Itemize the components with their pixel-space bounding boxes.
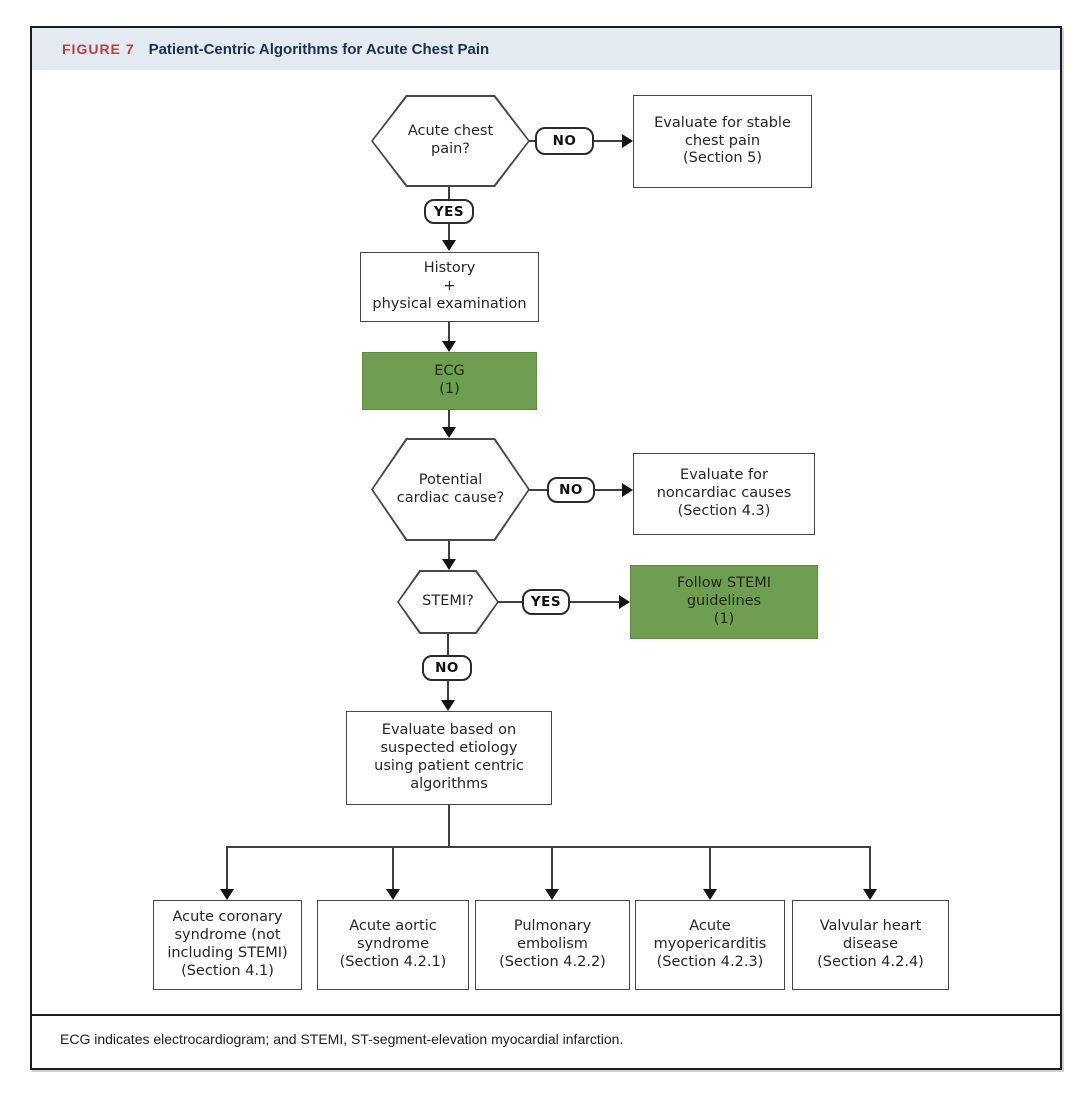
node-text: Valvular heart disease (Section 4.2.4) — [817, 918, 924, 970]
node-acute-aortic-syndrome: Acute aortic syndrome (Section 4.2.1) — [317, 900, 469, 990]
arrowhead-right-icon — [622, 134, 633, 148]
connector — [593, 489, 622, 491]
figure-header: FIGURE 7 Patient-Centric Algorithms for … — [32, 28, 1060, 70]
branch-label-no: NO — [422, 655, 472, 681]
connector — [497, 601, 523, 603]
connector — [448, 805, 450, 848]
branch-label-yes: YES — [424, 199, 474, 224]
connector — [448, 223, 450, 242]
node-text: Pulmonary embolism (Section 4.2.2) — [499, 918, 606, 970]
node-evaluate-suspected-etiology: Evaluate based on suspected etiology usi… — [346, 711, 552, 805]
node-text: Evaluate based on suspected etiology usi… — [374, 722, 524, 792]
decision-text: STEMI? — [422, 593, 474, 610]
figure-title: Patient-Centric Algorithms for Acute Che… — [148, 40, 490, 58]
node-evaluate-stable-chest-pain: Evaluate for stable chest pain (Section … — [633, 95, 812, 188]
arrowhead-down-icon — [220, 889, 234, 900]
node-acute-coronary-syndrome: Acute coronary syndrome (not including S… — [153, 900, 302, 990]
node-valvular-heart-disease: Valvular heart disease (Section 4.2.4) — [792, 900, 949, 990]
decision-text: Acute chest pain? — [407, 123, 494, 157]
hexagon-shape: Acute chest pain? — [373, 97, 528, 185]
arrowhead-right-icon — [619, 595, 630, 609]
connector — [869, 846, 871, 889]
arrowhead-down-icon — [441, 700, 455, 711]
figure-label: FIGURE 7 — [62, 41, 135, 57]
branch-label-no: NO — [535, 127, 594, 155]
figure-frame: FIGURE 7 Patient-Centric Algorithms for … — [30, 26, 1062, 1070]
connector — [392, 846, 394, 889]
arrowhead-down-icon — [442, 427, 456, 438]
arrowhead-down-icon — [386, 889, 400, 900]
connector — [592, 140, 624, 142]
connector — [709, 846, 711, 889]
node-history-physical-examination: History + physical examination — [360, 252, 539, 322]
connector — [447, 633, 449, 656]
connector — [448, 410, 450, 428]
connector — [448, 322, 450, 342]
branch-label-yes: YES — [522, 589, 570, 615]
arrowhead-down-icon — [863, 889, 877, 900]
node-text: Follow STEMI guidelines (1) — [676, 575, 772, 627]
decision-stemi: STEMI? — [397, 570, 499, 634]
node-follow-stemi-guidelines: Follow STEMI guidelines (1) — [630, 565, 818, 639]
footnote-text: ECG indicates electrocardiogram; and STE… — [60, 1031, 624, 1047]
connector — [226, 846, 871, 848]
connector — [226, 846, 228, 889]
node-text: Acute myopericarditis (Section 4.2.3) — [653, 918, 767, 970]
connector — [447, 680, 449, 701]
connector — [551, 846, 553, 889]
node-acute-myopericarditis: Acute myopericarditis (Section 4.2.3) — [635, 900, 785, 990]
node-text: History + physical examination — [372, 260, 527, 312]
arrowhead-down-icon — [545, 889, 559, 900]
arrowhead-right-icon — [622, 483, 633, 497]
decision-potential-cardiac-cause: Potential cardiac cause? — [371, 438, 530, 541]
node-text: Evaluate for noncardiac causes (Section … — [656, 467, 792, 519]
connector — [528, 140, 536, 142]
connector — [448, 186, 450, 200]
arrowhead-down-icon — [703, 889, 717, 900]
branch-label-no: NO — [547, 477, 595, 503]
connector — [448, 541, 450, 560]
hexagon-shape: Potential cardiac cause? — [373, 440, 528, 539]
arrowhead-down-icon — [442, 559, 456, 570]
hexagon-shape: STEMI? — [399, 572, 497, 632]
connector — [528, 489, 548, 491]
node-pulmonary-embolism: Pulmonary embolism (Section 4.2.2) — [475, 900, 630, 990]
arrowhead-down-icon — [442, 341, 456, 352]
figure-footnote-area: ECG indicates electrocardiogram; and STE… — [32, 1014, 1060, 1068]
connector — [568, 601, 619, 603]
decision-acute-chest-pain: Acute chest pain? — [371, 95, 530, 187]
node-text: ECG (1) — [434, 363, 465, 397]
node-text: Acute coronary syndrome (not including S… — [167, 909, 288, 979]
decision-text: Potential cardiac cause? — [396, 471, 505, 506]
node-evaluate-noncardiac-causes: Evaluate for noncardiac causes (Section … — [633, 453, 815, 535]
node-text: Evaluate for stable chest pain (Section … — [654, 114, 791, 167]
node-ecg: ECG (1) — [362, 352, 537, 410]
arrowhead-down-icon — [442, 240, 456, 251]
node-text: Acute aortic syndrome (Section 4.2.1) — [339, 918, 447, 970]
